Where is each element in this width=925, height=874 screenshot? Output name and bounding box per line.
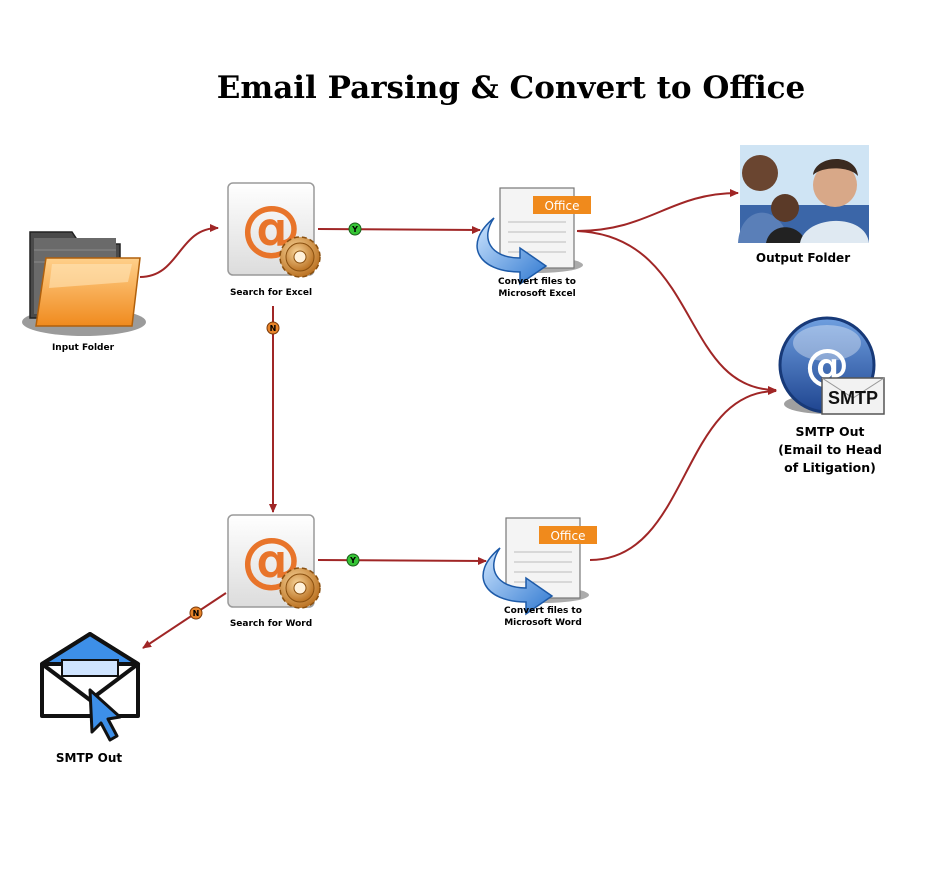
marker-yes-word: Y <box>346 553 360 567</box>
edge-search-word-to-smtp-left <box>142 592 227 649</box>
edge-input-to-search-excel <box>139 224 219 278</box>
connectors <box>139 189 777 649</box>
edge-convert-word-to-smtp-right <box>589 387 777 561</box>
folder-icon[interactable] <box>22 231 146 336</box>
office-convert-icon-excel[interactable]: Office <box>476 187 591 286</box>
svg-text:Y: Y <box>349 556 356 565</box>
edge-convert-excel-to-output <box>576 189 739 232</box>
search-excel-label: Search for Excel <box>229 288 313 298</box>
smtp-right-label-line3: of Litigation) <box>784 460 876 476</box>
svg-text:N: N <box>270 324 277 333</box>
smtp-right-label-line2: (Email to Head <box>778 442 882 458</box>
convert-word-label-line2: Microsoft Word <box>504 618 582 629</box>
svg-text:Office: Office <box>544 199 579 213</box>
convert-word-label-line1: Convert files to <box>504 606 582 616</box>
input-folder-label: Input Folder <box>51 343 115 353</box>
convert-word-label: Convert files to Microsoft Word <box>483 605 603 629</box>
edge-search-excel-to-convert-excel <box>317 225 481 234</box>
gear-icon <box>279 236 321 278</box>
edge-convert-excel-to-smtp-right <box>576 230 777 394</box>
envelope-cursor-icon[interactable] <box>40 632 140 742</box>
svg-text:SMTP: SMTP <box>828 388 878 408</box>
people-photo-icon[interactable] <box>738 145 869 243</box>
marker-no-excel: N <box>266 321 280 335</box>
convert-excel-label-line2: Microsoft Excel <box>498 289 576 300</box>
search-word-label: Search for Word <box>229 619 313 629</box>
output-folder-label: Output Folder <box>755 251 851 265</box>
gear-icon <box>279 567 321 609</box>
convert-excel-label: Convert files to Microsoft Excel <box>477 276 597 300</box>
smtp-left-label: SMTP Out <box>55 751 123 765</box>
edge-search-word-to-convert-word <box>317 556 487 565</box>
smtp-globe-icon[interactable]: @ SMTP <box>778 316 885 415</box>
svg-text:N: N <box>193 609 200 618</box>
smtp-right-label: SMTP Out (Email to Head of Litigation) <box>770 423 890 477</box>
marker-yes-excel: Y <box>348 222 362 236</box>
office-convert-icon-word[interactable]: Office <box>482 517 597 616</box>
svg-text:Office: Office <box>550 529 585 543</box>
page-title: Email Parsing & Convert to Office <box>216 70 806 106</box>
convert-excel-label-line1: Convert files to <box>498 277 576 287</box>
smtp-right-label-line1: SMTP Out <box>795 424 865 439</box>
svg-text:Y: Y <box>351 225 358 234</box>
marker-no-word: N <box>189 606 203 620</box>
email-gear-icon-excel[interactable]: @ <box>227 182 321 278</box>
email-gear-icon-word[interactable]: @ <box>227 514 321 609</box>
